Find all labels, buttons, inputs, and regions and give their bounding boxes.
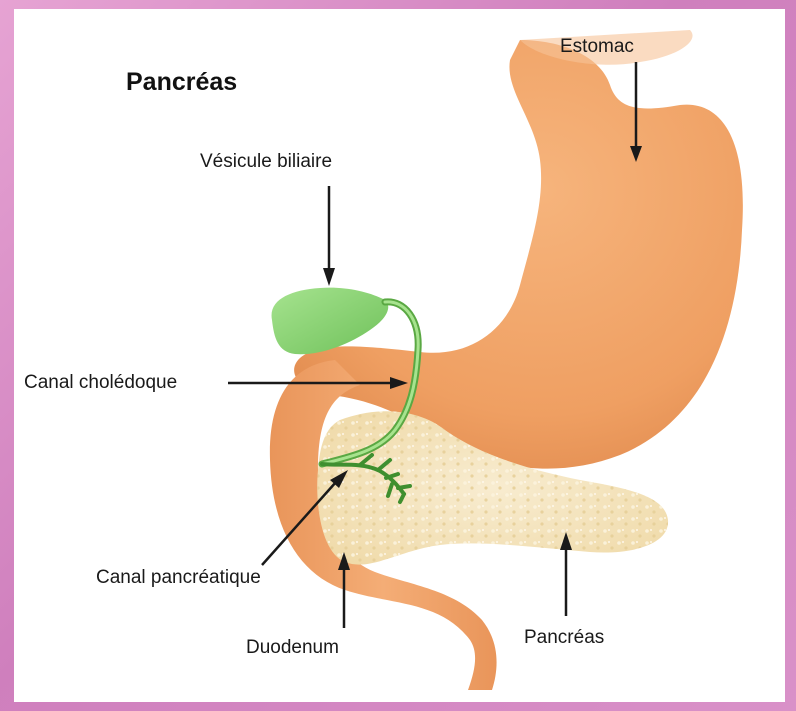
label-canal-choledoque: Canal cholédoque: [24, 372, 177, 394]
label-pancreas: Pancréas: [524, 627, 604, 649]
diagram-title: Pancréas: [126, 68, 237, 97]
gallbladder-arrow: [323, 186, 335, 286]
label-estomac: Estomac: [560, 36, 634, 58]
label-duodenum: Duodenum: [246, 637, 339, 659]
label-vesicule-biliaire: Vésicule biliaire: [200, 151, 332, 173]
label-canal-pancreatique: Canal pancréatique: [96, 567, 261, 589]
stomach-shape: [294, 40, 743, 469]
gallbladder-shape: [272, 288, 389, 355]
